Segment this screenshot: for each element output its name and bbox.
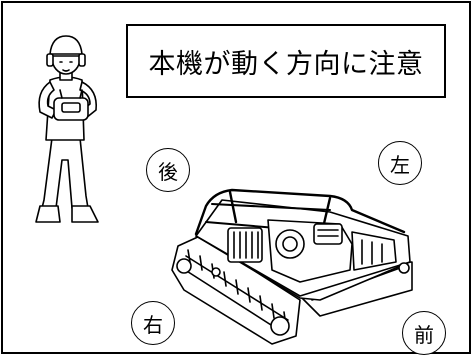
direction-front-label: 前 bbox=[402, 311, 446, 355]
caution-title: 本機が動く方向に注意 bbox=[148, 48, 424, 80]
direction-rear-label: 後 bbox=[146, 148, 190, 192]
operator-icon bbox=[35, 35, 99, 223]
direction-right-label: 右 bbox=[131, 301, 175, 345]
caution-title-box: 本機が動く方向に注意 bbox=[126, 24, 446, 98]
machine-icon bbox=[171, 188, 413, 345]
direction-left-label: 左 bbox=[378, 141, 422, 185]
